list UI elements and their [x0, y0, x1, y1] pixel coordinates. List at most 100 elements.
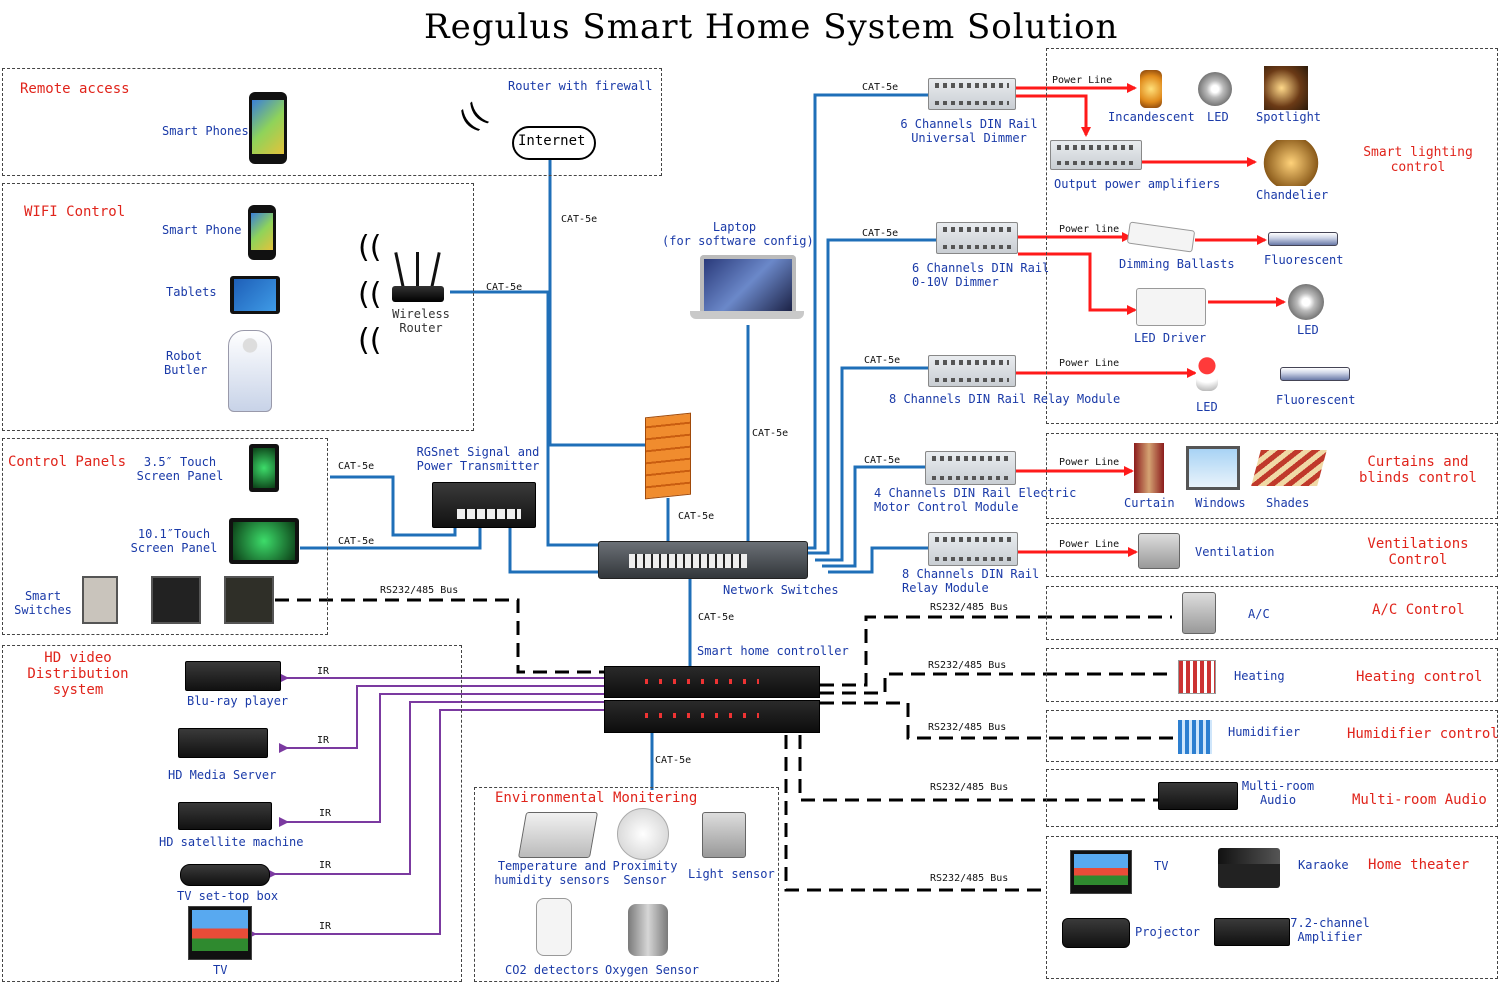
- laptop-label: Laptop(for software config): [662, 220, 814, 248]
- audio-box: [1046, 769, 1498, 827]
- media-server-label: HD Media Server: [168, 768, 277, 782]
- wire-label-rs: RS232/485 Bus: [380, 585, 459, 596]
- control-panels-box: [2, 438, 328, 635]
- chandelier-label: Chandelier: [1256, 188, 1329, 202]
- smartphone-icon: [248, 205, 276, 260]
- shades-label: Shades: [1266, 496, 1310, 510]
- settop-box-icon: [180, 864, 270, 886]
- wire-label-ir: IR: [319, 808, 332, 819]
- controller-label: Smart home controller: [697, 644, 849, 658]
- karaoke-icon: [1218, 848, 1280, 888]
- touch-panel-35-icon[interactable]: [249, 444, 279, 492]
- switch-plate-icon[interactable]: [151, 576, 201, 624]
- wifi-control-box: [2, 183, 474, 431]
- section-ac: A/C Control: [1372, 602, 1465, 618]
- wire-label-cat5e: CAT-5e: [698, 612, 735, 623]
- heater-icon: [1178, 660, 1216, 694]
- smart-home-controller-icon: [604, 666, 820, 698]
- wire-label-rs: RS232/485 Bus: [930, 782, 1009, 793]
- section-humidifier: Humidifier control: [1347, 726, 1499, 742]
- dimming-ballasts-label: Dimming Ballasts: [1119, 257, 1235, 271]
- section-remote-access: Remote access: [20, 81, 130, 97]
- fluorescent-label: Fluorescent: [1276, 393, 1356, 407]
- power-wires: [1016, 83, 1286, 557]
- incandescent-bulb-icon: [1140, 70, 1162, 108]
- ventilation-box: [1046, 523, 1498, 577]
- wire-label-cat5e: CAT-5e: [338, 536, 375, 547]
- theater-box: [1046, 836, 1498, 979]
- switch-plate-icon[interactable]: [224, 576, 274, 624]
- network-switches-label: Network Switches: [723, 583, 839, 597]
- wire-label-cat5e: CAT-5e: [864, 455, 901, 466]
- wire-label-cat5e: CAT-5e: [561, 214, 598, 225]
- heating-box: [1046, 648, 1498, 702]
- wire-label-cat5e: CAT-5e: [678, 511, 715, 522]
- light-sensor-icon: [702, 812, 746, 858]
- ac-box: [1046, 586, 1498, 640]
- co2-label: CO2 detectors: [505, 963, 599, 977]
- video-distribution-box: [2, 645, 462, 982]
- section-wifi-control: WIFI Control: [24, 204, 126, 220]
- touch-panel-10-icon[interactable]: [229, 518, 299, 564]
- rs-bus-wires: [275, 598, 1175, 892]
- wire-label-power: Power Line: [1052, 75, 1113, 86]
- fluorescent-tube-icon: [1268, 232, 1338, 246]
- oxygen-label: Oxygen Sensor: [605, 963, 699, 977]
- tablet-icon: [230, 276, 280, 314]
- led-label: LED: [1297, 323, 1319, 337]
- wire-label-power: Power Line: [1059, 457, 1120, 468]
- network-switch-icon: [598, 541, 808, 579]
- wire-label-cat5e: CAT-5e: [338, 461, 375, 472]
- smartphone-icon: [249, 92, 287, 164]
- environment-box: [474, 787, 779, 982]
- spotlight-label: Spotlight: [1256, 110, 1322, 124]
- wifi-waves-icon: ((: [358, 277, 382, 312]
- cat5e-wires: [300, 93, 938, 790]
- chandelier-icon: [1260, 140, 1322, 186]
- wire-label-power: Power line: [1059, 224, 1120, 235]
- din-dimmer-icon: [928, 78, 1016, 110]
- led-lamp-icon: [1288, 284, 1324, 320]
- wire-label-rs: RS232/485 Bus: [930, 602, 1009, 613]
- curtains-box: [1046, 433, 1498, 519]
- rgsnet-transmitter-icon: [432, 482, 536, 528]
- curtain-icon: [1134, 443, 1164, 493]
- wire-label-power: Power Line: [1059, 358, 1120, 369]
- din-motor-icon: [925, 451, 1016, 485]
- led-driver-icon: [1136, 288, 1206, 326]
- satellite-label: HD satellite machine: [159, 835, 304, 849]
- ventilation-label: Ventilation: [1195, 545, 1275, 559]
- tv-label: TV: [1154, 859, 1169, 873]
- spotlight-icon: [1264, 66, 1308, 110]
- oxygen-sensor-icon: [628, 904, 668, 956]
- wire-label-ir: IR: [317, 666, 330, 677]
- laptop-base: [690, 311, 804, 319]
- internet-label: Internet: [518, 133, 586, 149]
- page-title: Regulus Smart Home System Solution: [424, 7, 1119, 47]
- smart-phones-label: Smart Phones: [162, 124, 249, 138]
- projector-icon: [1062, 918, 1130, 948]
- section-audio: Multi-room Audio: [1352, 792, 1487, 808]
- led-label: LED: [1196, 400, 1218, 414]
- window-icon: [1186, 446, 1240, 490]
- ac-unit-icon: [1182, 592, 1216, 634]
- switch-plate-icon[interactable]: [82, 576, 118, 624]
- din-relay-icon: [928, 532, 1018, 566]
- bluray-label: Blu-ray player: [187, 694, 289, 708]
- co2-detector-icon: [536, 898, 572, 956]
- wire-label-cat5e: CAT-5e: [486, 282, 523, 293]
- internet-cloud-icon: [512, 126, 596, 160]
- wire-label-cat5e: CAT-5e: [864, 355, 901, 366]
